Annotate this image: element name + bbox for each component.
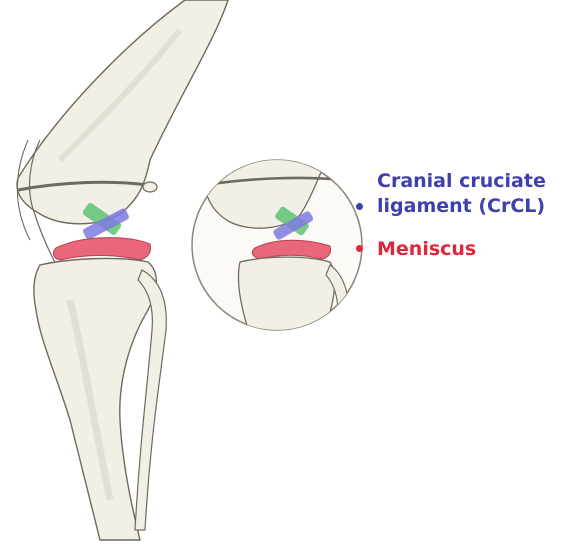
crcl-label-line1: Cranial cruciate: [377, 170, 546, 192]
femur: [17, 0, 228, 224]
meniscus-label: Meniscus: [377, 238, 476, 260]
meniscus-main: [53, 238, 150, 260]
zoom-inset: [192, 140, 362, 335]
meniscus-marker-dot: [356, 245, 363, 252]
crcl-marker-dot: [356, 203, 363, 210]
crcl-label-line2: ligament (CrCL): [377, 195, 545, 217]
